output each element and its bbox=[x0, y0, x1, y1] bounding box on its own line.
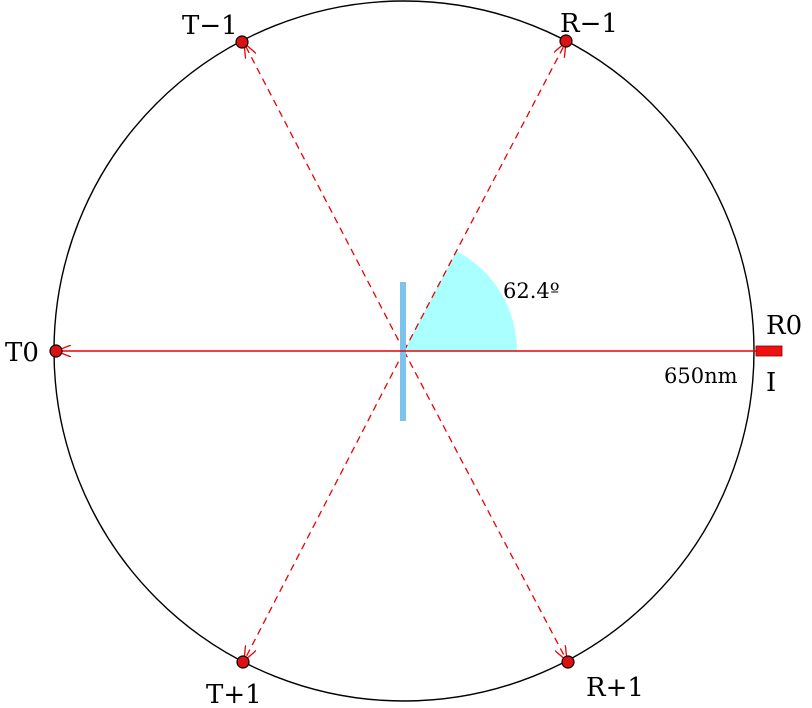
beam-r-minus-1 bbox=[403, 42, 566, 352]
detector-label-t-plus-1: T+1 bbox=[206, 680, 262, 708]
beam-r-plus-1 bbox=[403, 350, 567, 661]
detector-dot-r-plus-1 bbox=[561, 655, 575, 669]
beam-t-minus-1 bbox=[244, 43, 405, 352]
wavelength-label: 650nm bbox=[664, 364, 738, 388]
detector-label-r0: R0 bbox=[766, 311, 802, 341]
laser-source bbox=[755, 345, 783, 357]
detector-dot-t-plus-1 bbox=[236, 655, 250, 669]
detector-label-r-plus-1: R+1 bbox=[586, 673, 644, 703]
angle-wedge bbox=[404, 251, 517, 351]
source-label: I bbox=[766, 368, 776, 398]
beam-t-plus-1 bbox=[244, 350, 405, 661]
detector-dot-r-minus-1 bbox=[559, 34, 573, 48]
angle-label: 62.4º bbox=[503, 279, 560, 303]
detector-label-t-minus-1: T−1 bbox=[182, 11, 238, 41]
detector-label-r-minus-1: R−1 bbox=[560, 9, 618, 39]
detector-dot-t0 bbox=[49, 344, 63, 358]
detector-dot-t-minus-1 bbox=[235, 35, 249, 49]
detector-label-t0: T0 bbox=[5, 338, 39, 368]
